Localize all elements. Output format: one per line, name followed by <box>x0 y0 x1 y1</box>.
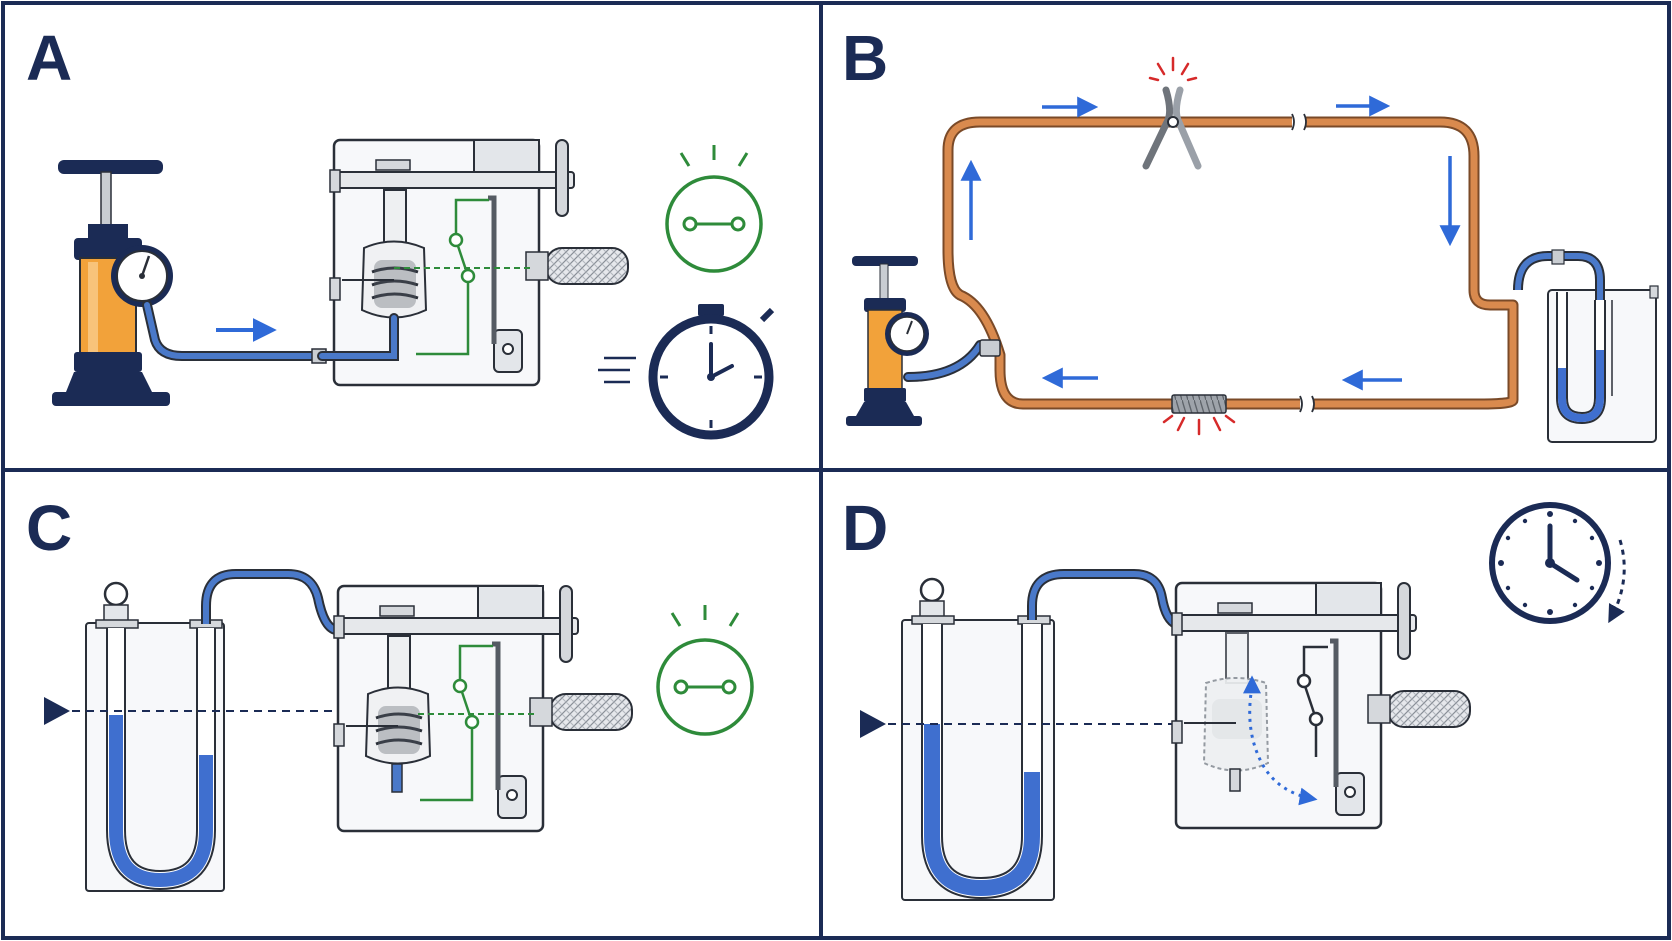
pressure-gauge-icon <box>111 245 173 307</box>
wrapped-joint-icon <box>1162 394 1236 436</box>
pressure-switch-icon <box>1172 583 1471 828</box>
panel-a <box>52 140 775 440</box>
reference-level-marker-icon <box>860 710 886 738</box>
u-tube-manometer-icon <box>901 569 1179 901</box>
stopwatch-icon <box>598 304 775 440</box>
panel-b-frame <box>819 1 1671 472</box>
u-tube-manometer-icon <box>85 569 338 892</box>
panel-d-label: D <box>842 492 888 564</box>
reference-level-marker-icon <box>44 697 70 725</box>
panel-a-label: A <box>26 22 72 94</box>
pressure-switch-icon <box>334 586 633 831</box>
closed-contact-icon <box>656 605 754 736</box>
pressure-switch-icon <box>317 140 629 385</box>
panel-c-label: C <box>26 492 72 564</box>
pliers-icon <box>1142 56 1202 170</box>
panel-b <box>846 56 1659 443</box>
pressure-gauge-icon <box>885 312 929 356</box>
panel-b-label: B <box>842 22 888 94</box>
closed-contact-icon <box>665 145 763 273</box>
panel-c <box>44 569 754 892</box>
clock-icon <box>1489 502 1626 624</box>
panel-d <box>860 502 1626 901</box>
u-tube-manometer-icon <box>1513 249 1659 443</box>
